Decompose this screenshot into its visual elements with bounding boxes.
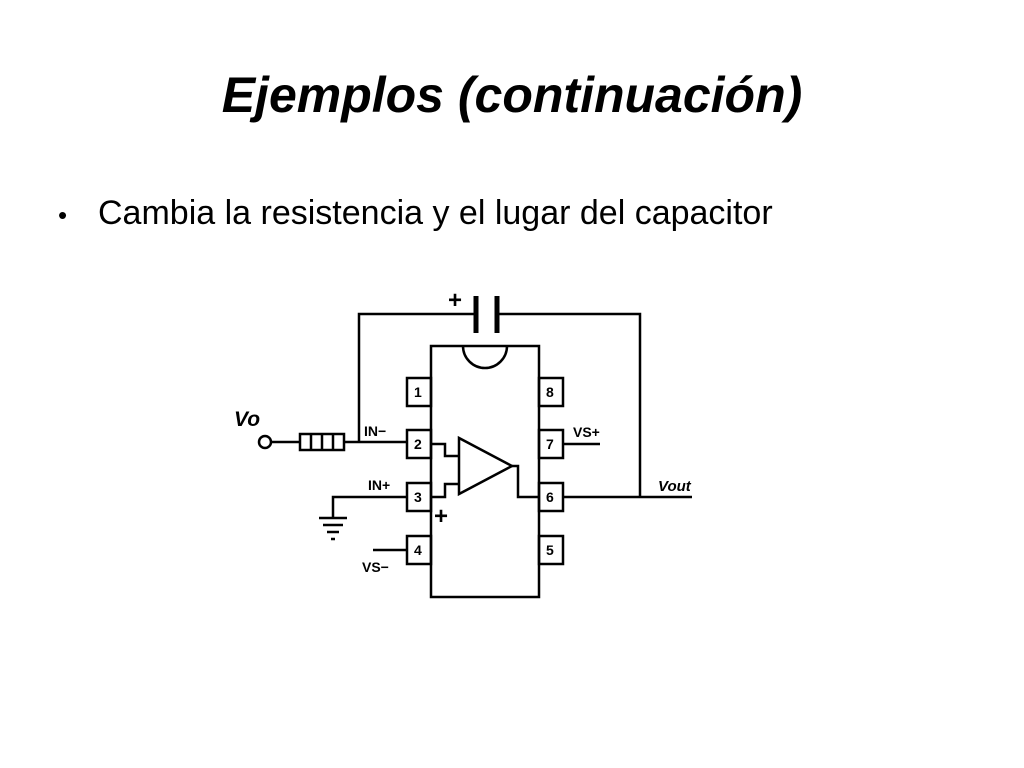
ground-wire (331, 495, 407, 518)
opamp-wire-inverting (431, 442, 459, 458)
bullet-list: • Cambia la resistencia y el lugar del c… (58, 188, 773, 240)
label-vs-minus: VS− (362, 559, 389, 575)
pin-box-1 (405, 376, 433, 408)
input-terminal (257, 434, 273, 450)
ic-body (429, 344, 541, 599)
label-vout: Vout (658, 478, 692, 495)
resistor-to-pin2-wire (344, 432, 407, 444)
pin-number-8: 8 (546, 384, 554, 400)
ic-notch (461, 345, 509, 370)
pin-box-5 (537, 534, 565, 566)
capacitor-plus-sign: + (448, 287, 462, 314)
resistor-bands (309, 434, 335, 450)
pin-box-8 (537, 376, 565, 408)
label-in-plus: IN+ (368, 477, 390, 493)
pin-number-4: 4 (414, 542, 422, 558)
opamp-wire-noninverting (431, 482, 459, 499)
feedback-wire (357, 312, 642, 497)
opamp-wire-output (512, 464, 539, 499)
pin-number-7: 7 (546, 436, 554, 452)
pin-number-1: 1 (414, 384, 422, 400)
slide-title: Ejemplos (continuación) (221, 67, 803, 123)
label-vo: Vo (234, 408, 260, 431)
pin-number-2: 2 (414, 436, 422, 452)
bullet-dot-icon: • (58, 200, 68, 230)
bullet-item: • Cambia la resistencia y el lugar del c… (58, 188, 773, 240)
label-vs-plus: VS+ (573, 424, 600, 440)
pin-number-6: 6 (546, 489, 554, 505)
bullet-text: Cambia la resistencia y el lugar del cap… (98, 194, 773, 232)
opamp-plus-sign: + (434, 503, 448, 530)
opamp-triangle (457, 435, 515, 497)
label-in-minus: IN− (364, 423, 386, 439)
pin-number-5: 5 (546, 542, 554, 558)
pin-number-3: 3 (414, 489, 422, 505)
